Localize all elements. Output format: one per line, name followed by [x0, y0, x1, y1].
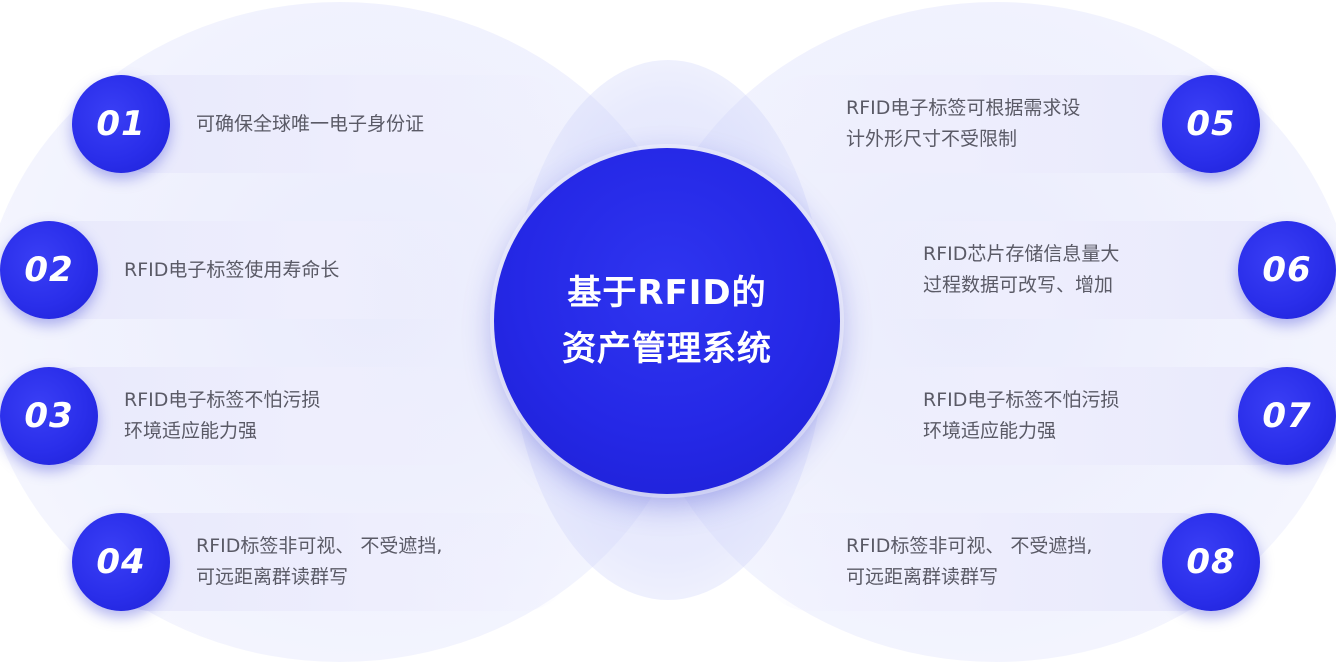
feature-card-bar [30, 221, 500, 319]
feature-card-01: 01 可确保全球唯一电子身份证 [72, 75, 572, 173]
feature-text-line: RFID电子标签不怕污损 [923, 389, 1120, 411]
feature-text-line: RFID电子标签使用寿命长 [124, 258, 340, 281]
feature-number-badge: 07 [1238, 367, 1336, 465]
feature-text: RFID电子标签不怕污损 环境适应能力强 [923, 367, 1119, 465]
feature-text-line: 过程数据可改写、增加 [923, 274, 1114, 296]
feature-number: 05 [1186, 104, 1236, 144]
center-title-line: 资产管理系统 [562, 329, 772, 369]
feature-text-line: 计外形尺寸不受限制 [846, 128, 1018, 150]
feature-text-line: 可远距离群读群写 [196, 566, 349, 588]
feature-number: 02 [24, 250, 74, 290]
feature-number: 03 [24, 396, 74, 436]
feature-text-line: RFID电子标签可根据需求设 [846, 97, 1081, 119]
feature-number: 01 [96, 104, 146, 144]
feature-card-bar [836, 221, 1306, 319]
feature-card-bar [102, 513, 572, 611]
feature-text-line: 可确保全球唯一电子身份证 [196, 112, 425, 135]
feature-number-badge: 02 [0, 221, 98, 319]
feature-text: RFID芯片存储信息量大 过程数据可改写、增加 [923, 221, 1119, 319]
feature-card-08: 08 RFID标签非可视、 不受遮挡, 可远距离群读群写 [760, 513, 1260, 611]
feature-card-bar [836, 367, 1306, 465]
feature-card-06: 06 RFID芯片存储信息量大 过程数据可改写、增加 [836, 221, 1336, 319]
feature-number-badge: 03 [0, 367, 98, 465]
feature-number-badge: 06 [1238, 221, 1336, 319]
feature-card-bar [760, 513, 1230, 611]
feature-card-bar [102, 75, 572, 173]
center-circle: 基于RFID的 资产管理系统 [494, 148, 840, 494]
feature-card-05: 05 RFID电子标签可根据需求设 计外形尺寸不受限制 [760, 75, 1260, 173]
feature-number-badge: 05 [1162, 75, 1260, 173]
feature-text: RFID电子标签不怕污损 环境适应能力强 [124, 367, 320, 465]
feature-number: 04 [96, 542, 146, 582]
feature-card-02: 02 RFID电子标签使用寿命长 [0, 221, 500, 319]
feature-card-bar [760, 75, 1230, 173]
feature-number: 06 [1262, 250, 1312, 290]
feature-card-07: 07 RFID电子标签不怕污损 环境适应能力强 [836, 367, 1336, 465]
feature-text-line: 可远距离群读群写 [846, 566, 999, 588]
feature-card-bar [30, 367, 500, 465]
feature-number-badge: 08 [1162, 513, 1260, 611]
feature-number: 08 [1186, 542, 1236, 582]
feature-text-line: RFID电子标签不怕污损 [124, 389, 321, 411]
feature-text: 可确保全球唯一电子身份证 [196, 75, 424, 173]
feature-text: RFID电子标签可根据需求设 计外形尺寸不受限制 [846, 75, 1080, 173]
feature-card-04: 04 RFID标签非可视、 不受遮挡, 可远距离群读群写 [72, 513, 572, 611]
feature-number-badge: 04 [72, 513, 170, 611]
feature-number: 07 [1262, 396, 1312, 436]
feature-text: RFID标签非可视、 不受遮挡, 可远距离群读群写 [196, 513, 442, 611]
feature-text-line: RFID标签非可视、 不受遮挡, [846, 535, 1093, 557]
feature-text: RFID电子标签使用寿命长 [124, 221, 339, 319]
feature-card-03: 03 RFID电子标签不怕污损 环境适应能力强 [0, 367, 500, 465]
feature-text-line: 环境适应能力强 [124, 420, 258, 442]
feature-text: RFID标签非可视、 不受遮挡, 可远距离群读群写 [846, 513, 1092, 611]
feature-text-line: RFID芯片存储信息量大 [923, 243, 1120, 265]
feature-text-line: 环境适应能力强 [923, 420, 1057, 442]
feature-text-line: RFID标签非可视、 不受遮挡, [196, 535, 443, 557]
feature-number-badge: 01 [72, 75, 170, 173]
center-title-line: 基于RFID的 [567, 273, 767, 313]
center-title: 基于RFID的 资产管理系统 [562, 265, 772, 377]
